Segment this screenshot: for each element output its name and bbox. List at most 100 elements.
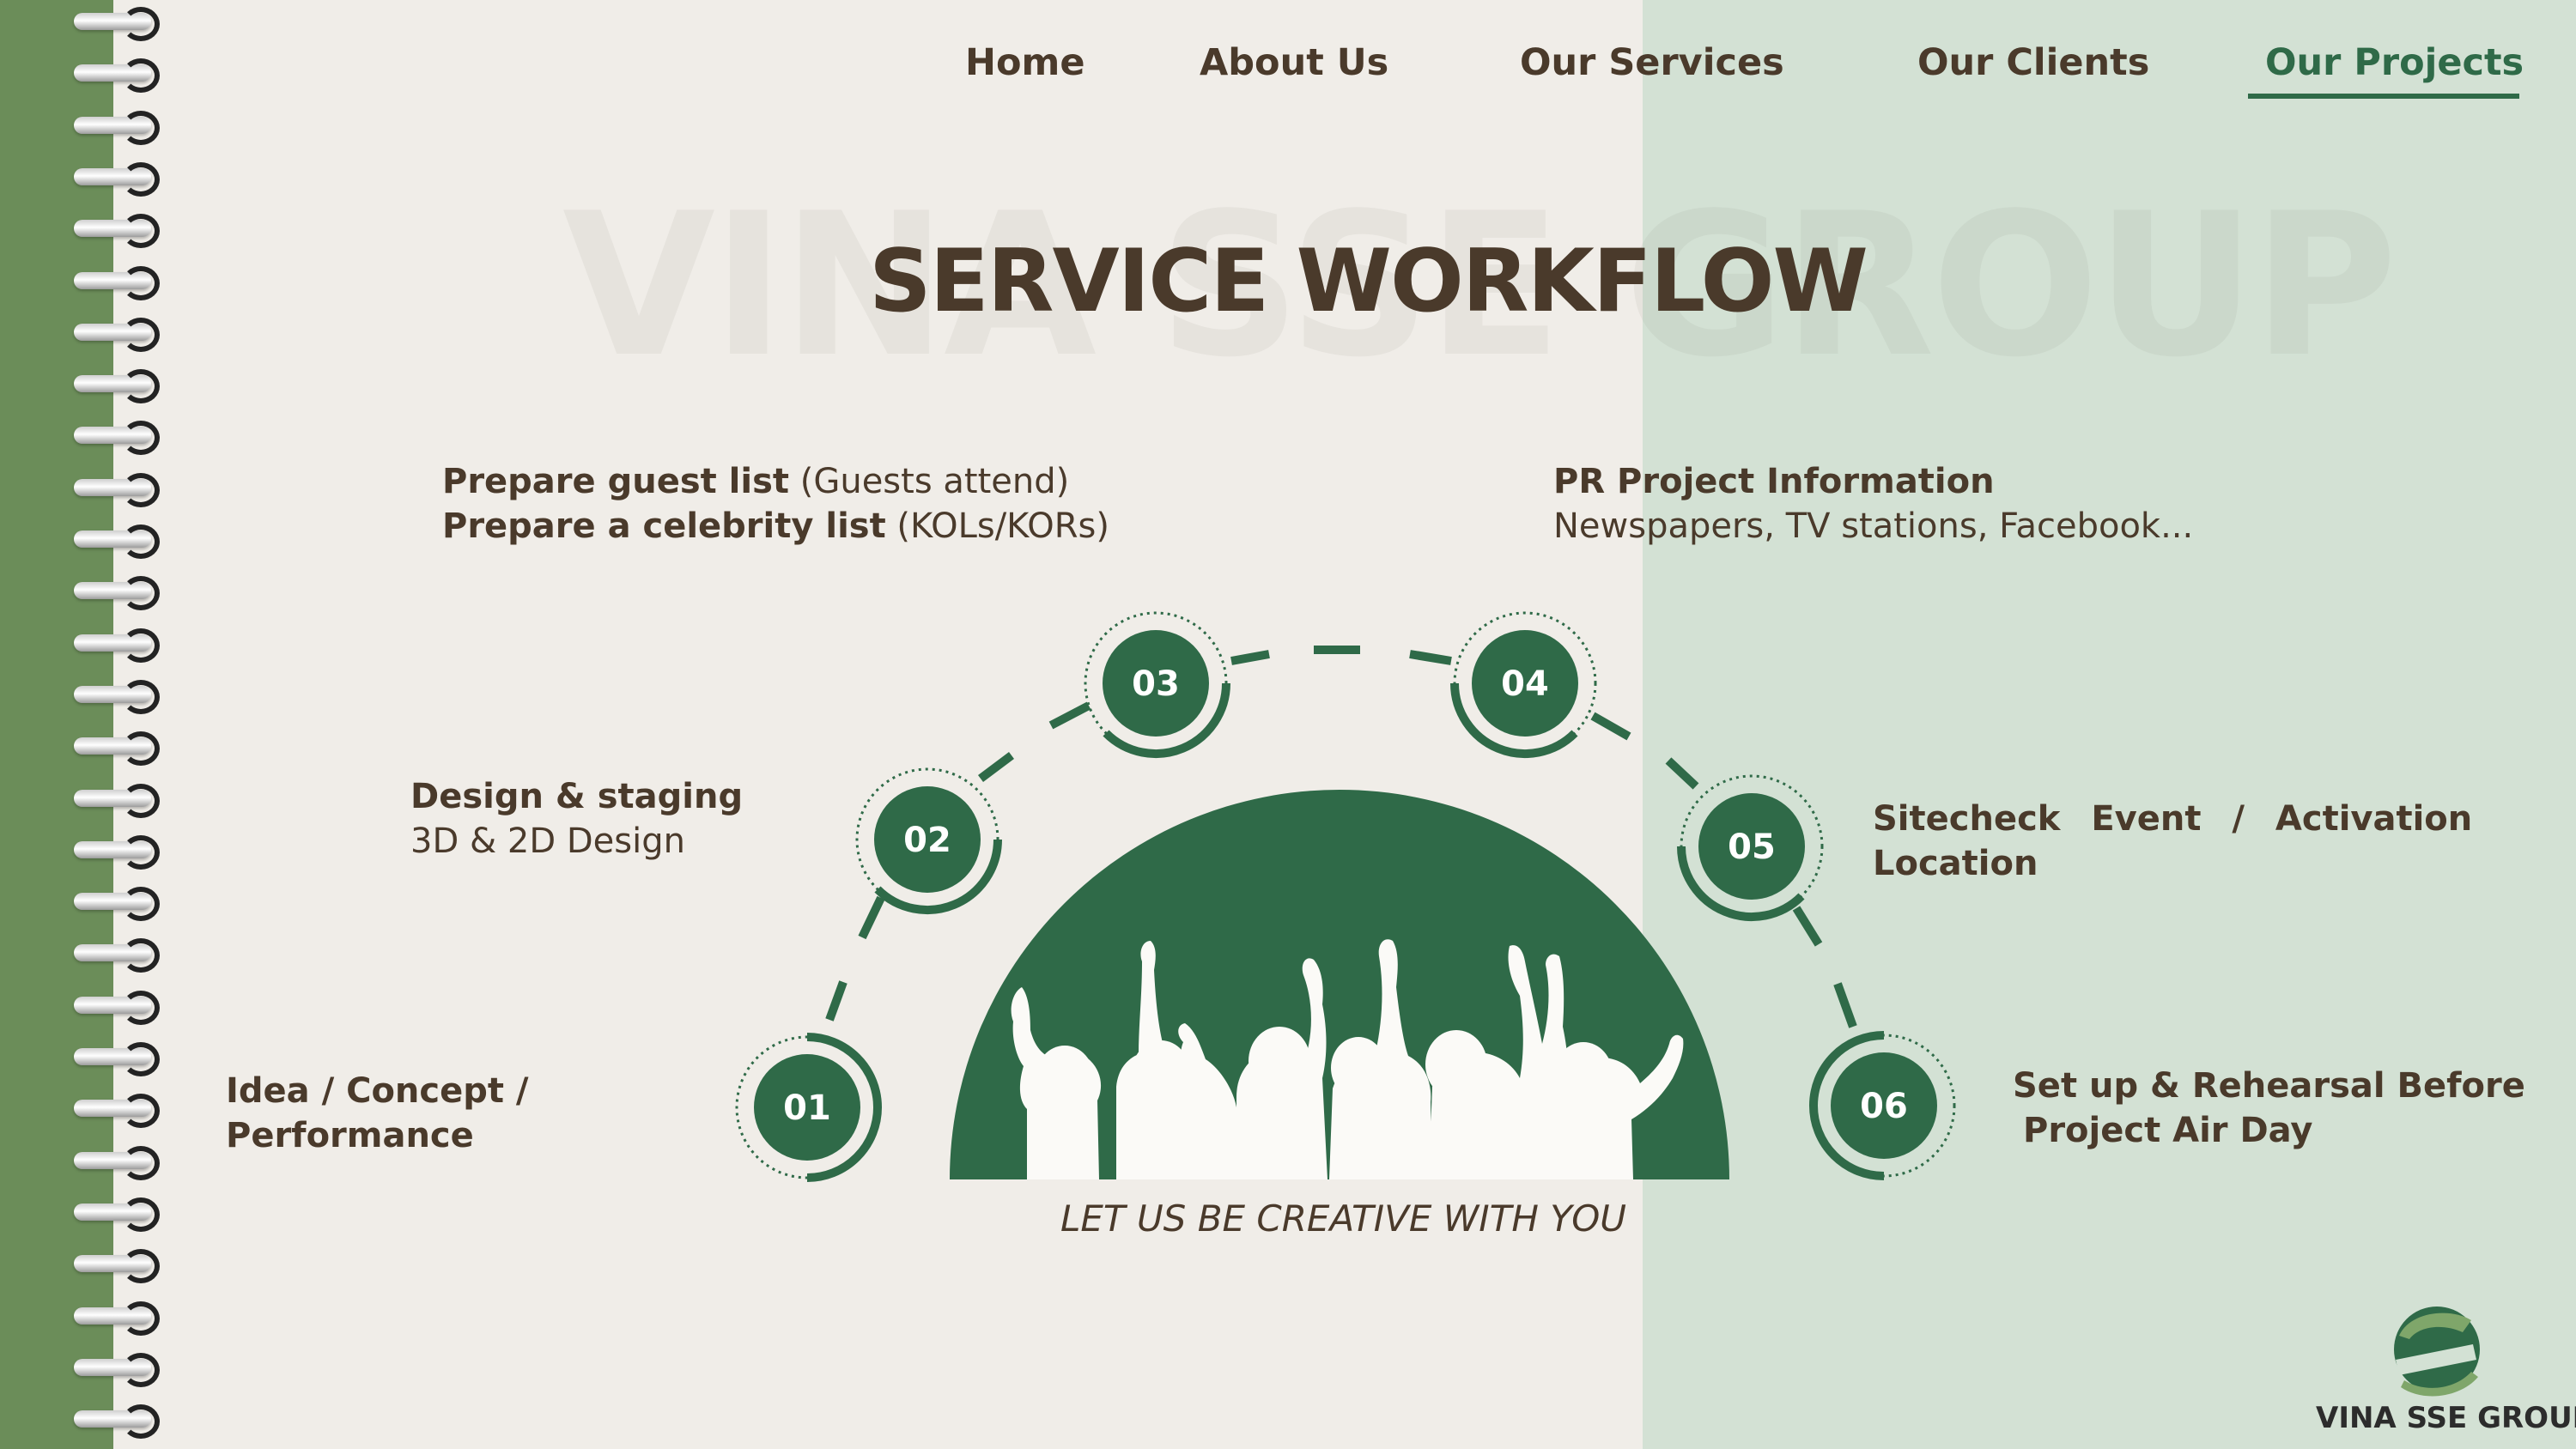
spiral-ring [74, 989, 167, 1025]
step-02-title: Design & staging [410, 777, 744, 816]
spiral-ring [74, 730, 167, 767]
connector-03-04a [1230, 650, 1270, 665]
step-06-title-line2: Project Air Day [2023, 1111, 2313, 1150]
connector-04-05a [1590, 712, 1631, 741]
spiral-wire [122, 524, 160, 559]
spiral-wire [122, 110, 160, 145]
spiral-ring [74, 1300, 167, 1336]
spiral-wire [122, 472, 160, 507]
spiral-ring [74, 212, 167, 249]
spiral-ring [74, 523, 167, 559]
spiral-wire [122, 1404, 160, 1440]
spiral-ring [74, 57, 167, 94]
workflow-connectors [825, 646, 1857, 1028]
right-background-panel [1643, 0, 2576, 1449]
step-03-line-1-rest: (Guests attend) [789, 462, 1070, 501]
stage-dome [950, 790, 1729, 1179]
step-03-line-2: Prepare a celebrity list (KOLs/KORs) [442, 504, 1109, 549]
spiral-ring [74, 834, 167, 870]
spiral-wire [122, 214, 160, 249]
step-03-line-2-bold: Prepare a celebrity list [442, 506, 886, 546]
spiral-wire [122, 161, 160, 197]
spiral-ring [74, 1040, 167, 1076]
spiral-ring [74, 5, 167, 41]
spiral-wire [122, 317, 160, 352]
spiral-ring [74, 1196, 167, 1232]
step-02-badge [874, 786, 981, 893]
spiral-wire [122, 421, 160, 456]
spiral-ring [74, 471, 167, 507]
step-03-line-1-bold: Prepare guest list [442, 462, 790, 501]
step-03-marker: 03 [1084, 611, 1230, 758]
step-02-marker: 02 [855, 767, 1002, 914]
step-02-text: Design & staging 3D & 2D Design [410, 774, 743, 864]
step-05-marker: 05 [1677, 774, 1824, 921]
spiral-wire [122, 990, 160, 1025]
brand-logo-icon [2394, 1307, 2480, 1397]
step-03-line-2-rest: (KOLs/KORs) [885, 506, 1109, 546]
crowd-silhouette [1011, 939, 1684, 1179]
nav-our-clients[interactable]: Our Clients [1917, 41, 2150, 84]
spiral-wire [122, 265, 160, 300]
spiral-ring [74, 1144, 167, 1180]
step-05-badge [1698, 793, 1805, 900]
step-06-badge [1831, 1052, 1937, 1159]
step-02-number: 02 [903, 821, 951, 860]
page-title: SERVICE WORKFLOW [869, 230, 1868, 331]
spiral-ring [74, 627, 167, 663]
connector-04-05b [1665, 757, 1699, 790]
connector-03-04c [1409, 650, 1452, 665]
watermark-text: VINA SSE GROUP [562, 172, 2397, 401]
spiral-wire [122, 627, 160, 663]
step-01-marker: 01 [735, 1033, 882, 1182]
spiral-ring [74, 161, 167, 197]
spiral-ring [74, 316, 167, 352]
step-03-badge [1103, 630, 1209, 737]
step-03-line-1: Prepare guest list (Guests attend) [442, 459, 1109, 504]
nav-our-projects[interactable]: Our Projects [2265, 41, 2524, 84]
spiral-ring [74, 1092, 167, 1129]
spiral-wire [122, 834, 160, 870]
step-03-arc [1103, 682, 1230, 758]
step-01-title-line2: Performance [226, 1116, 474, 1155]
nav-about-us[interactable]: About Us [1200, 41, 1389, 84]
spiral-wire [122, 369, 160, 404]
spiral-ring [74, 1247, 167, 1284]
spiral-wire [122, 1145, 160, 1180]
connector-01-02 [825, 980, 848, 1022]
step-06-title: Set up & Rehearsal Before [2013, 1066, 2525, 1106]
spiral-wire [122, 1300, 160, 1336]
step-05-arc [1677, 846, 1805, 921]
spiral-ring [74, 109, 167, 145]
spiral-wire [122, 1352, 160, 1387]
spiral-ring [74, 419, 167, 456]
spiral-wire [122, 1197, 160, 1232]
step-01-text: Idea / Concept / Performance [226, 1069, 529, 1158]
step-03-number: 03 [1132, 664, 1180, 704]
spiral-ring [74, 264, 167, 300]
step-04-badge [1472, 630, 1578, 737]
spiral-wire [122, 938, 160, 973]
spiral-ring [74, 367, 167, 404]
spiral-wire [122, 731, 160, 767]
spiral-ring [74, 782, 167, 818]
spiral-ring [74, 885, 167, 922]
step-04-arc [1450, 682, 1578, 758]
spiral-wire [122, 1042, 160, 1076]
step-03-text: Prepare guest list (Guests attend) Prepa… [442, 459, 1109, 549]
connector-05-06b [1833, 982, 1857, 1028]
step-02-arc [874, 839, 1002, 914]
step-05-title-line2: Location [1873, 844, 2038, 883]
spiral-wire [122, 1094, 160, 1129]
nav-our-services[interactable]: Our Services [1520, 41, 1784, 84]
step-04-title: PR Project Information [1553, 462, 1995, 501]
nav-home[interactable]: Home [965, 41, 1085, 84]
spiral-ring [74, 937, 167, 973]
step-02-detail: 3D & 2D Design [410, 822, 685, 861]
spiral-wire [122, 679, 160, 714]
brand-name: VINA SSE GROUP [2316, 1401, 2576, 1435]
spiral-wire [122, 1249, 160, 1284]
step-06-text: Set up & Rehearsal Before Project Air Da… [2013, 1064, 2525, 1153]
step-01-arc [806, 1033, 882, 1182]
